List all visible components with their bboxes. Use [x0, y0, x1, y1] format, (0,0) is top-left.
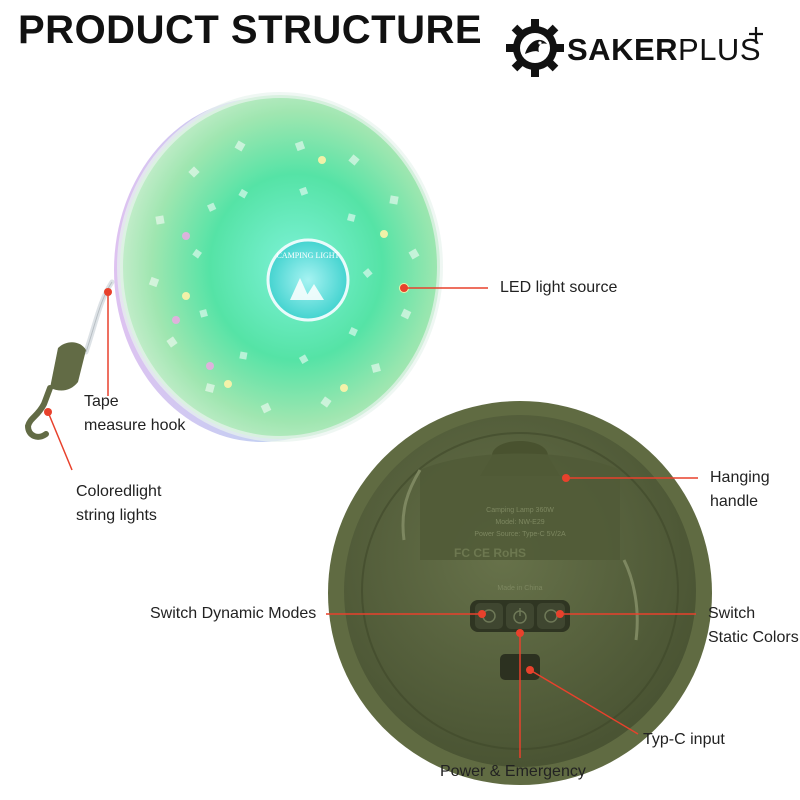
brand-name-light: PLUS	[678, 32, 761, 67]
page-title: PRODUCT STRUCTURE	[18, 8, 483, 52]
print-line-2: Model: NW-E29	[495, 519, 544, 526]
callout-dots	[44, 284, 570, 674]
button-panel	[470, 600, 570, 632]
led-beads	[148, 140, 420, 414]
print-line-1: Camping Lamp 360W	[486, 507, 554, 514]
label-tape-measure-hook: Tape measure hook	[84, 393, 186, 434]
lamp-back: Camping Lamp 360W Model: NW-E29 Power So…	[328, 401, 712, 785]
label-string-lights: Coloredlight string lights	[76, 483, 162, 524]
brand-name: SAKERPLUS	[567, 32, 761, 68]
camping-badge	[266, 238, 350, 322]
brand-logo: SAKERPLUS	[505, 14, 775, 84]
label-typec-input: Typ-C input	[643, 731, 725, 748]
label-switch-static-colors: Switch Static Colors	[708, 605, 799, 646]
callout-lines	[47, 287, 698, 758]
label-led-light-source: LED light source	[500, 279, 618, 296]
brand-name-bold: SAKER	[567, 32, 679, 67]
print-line-3: Power Source: Type-C 5V/2A	[474, 531, 566, 538]
led-lamp-front: CAMPING LIGHT	[114, 92, 443, 442]
label-power-emergency: Power & Emergency	[440, 763, 586, 780]
dynamic-mode-button[interactable]	[475, 603, 503, 629]
label-switch-dynamic-modes: Switch Dynamic Modes	[150, 605, 317, 622]
print-certs: FC CE RoHS	[454, 546, 526, 560]
gear-icon	[506, 19, 564, 77]
static-color-button[interactable]	[537, 603, 565, 629]
tape-hook	[24, 279, 115, 440]
print-origin: Made in China	[497, 585, 542, 592]
badge-text: CAMPING LIGHT	[277, 251, 340, 260]
label-hanging-handle: Hanging handle	[710, 469, 770, 510]
plus-icon	[749, 27, 763, 41]
